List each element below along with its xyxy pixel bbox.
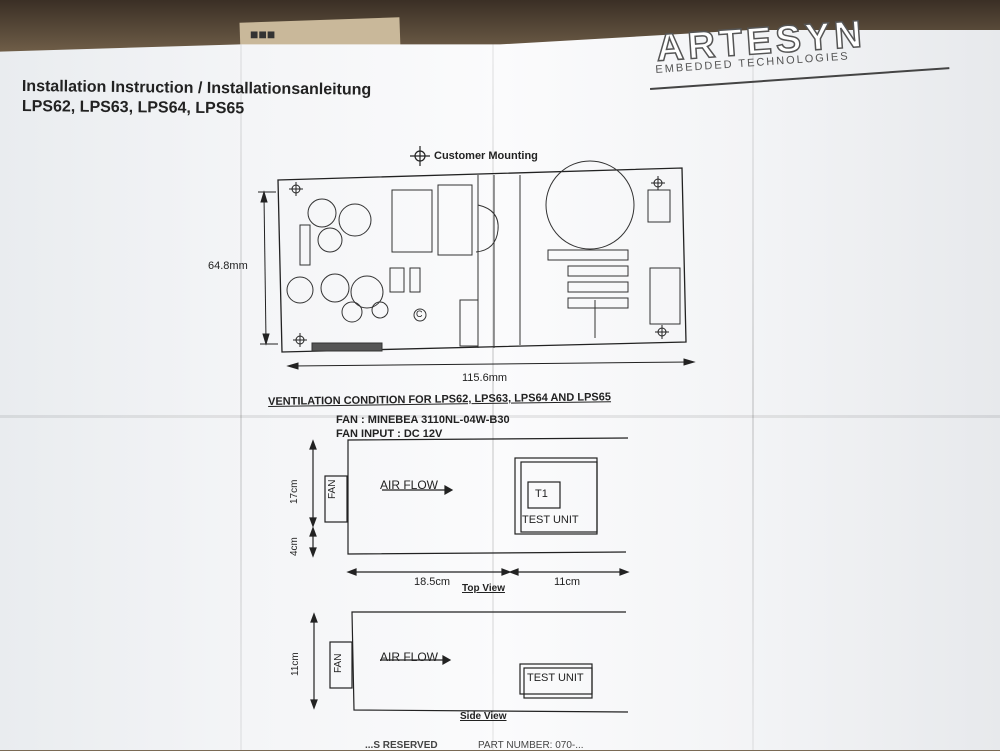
top-view-width-right: 11cm	[554, 576, 581, 588]
footer-rights: ...S RESERVED	[365, 740, 438, 751]
fold-line	[0, 415, 1000, 418]
fan-input: FAN INPUT : DC 12V	[336, 428, 443, 440]
height-dimension-label: 64.8mm	[208, 260, 248, 272]
top-view-height-dimension: 17cm	[289, 479, 300, 504]
side-view-test-unit-label: TEST UNIT	[527, 672, 584, 684]
top-view-offset-dimension: 4cm	[289, 537, 300, 556]
top-view-test-unit-label: TEST UNIT	[522, 514, 579, 526]
pcb-components	[286, 160, 681, 352]
width-dimension	[286, 358, 696, 370]
footer-part-number: PART NUMBER: 070-...	[478, 740, 584, 751]
fold-line	[492, 30, 494, 750]
instruction-sheet	[0, 30, 1000, 750]
pcb-marker-label: C	[416, 309, 423, 319]
top-view-fan-label: FAN	[327, 479, 338, 499]
top-view-width-left: 18.5cm	[414, 576, 451, 588]
side-view-drawing	[310, 611, 629, 713]
customer-mounting-legend: Customer Mounting	[434, 150, 538, 162]
t1-label: T1	[535, 488, 548, 500]
pcb-outline	[277, 167, 687, 353]
fold-line	[752, 30, 754, 750]
side-view-height-dimension: 11cm	[290, 652, 301, 676]
fold-line	[240, 30, 242, 750]
width-dimension-label: 115.6mm	[462, 372, 508, 384]
top-view-caption: Top View	[462, 583, 505, 594]
top-view-drawing	[309, 437, 630, 576]
mounting-hole-icon	[289, 176, 669, 347]
crosshair-icon	[410, 146, 430, 166]
fan-model: FAN : MINEBEA 3110NL-04W-B30	[336, 414, 510, 426]
side-view-airflow-label: AIR FLOW	[380, 650, 439, 664]
height-dimension	[258, 190, 278, 346]
side-view-caption: Side View	[460, 711, 507, 722]
side-view-fan-label: FAN	[333, 653, 344, 673]
top-view-airflow-label: AIR FLOW	[380, 478, 439, 492]
box-label: ■■■	[250, 26, 276, 42]
